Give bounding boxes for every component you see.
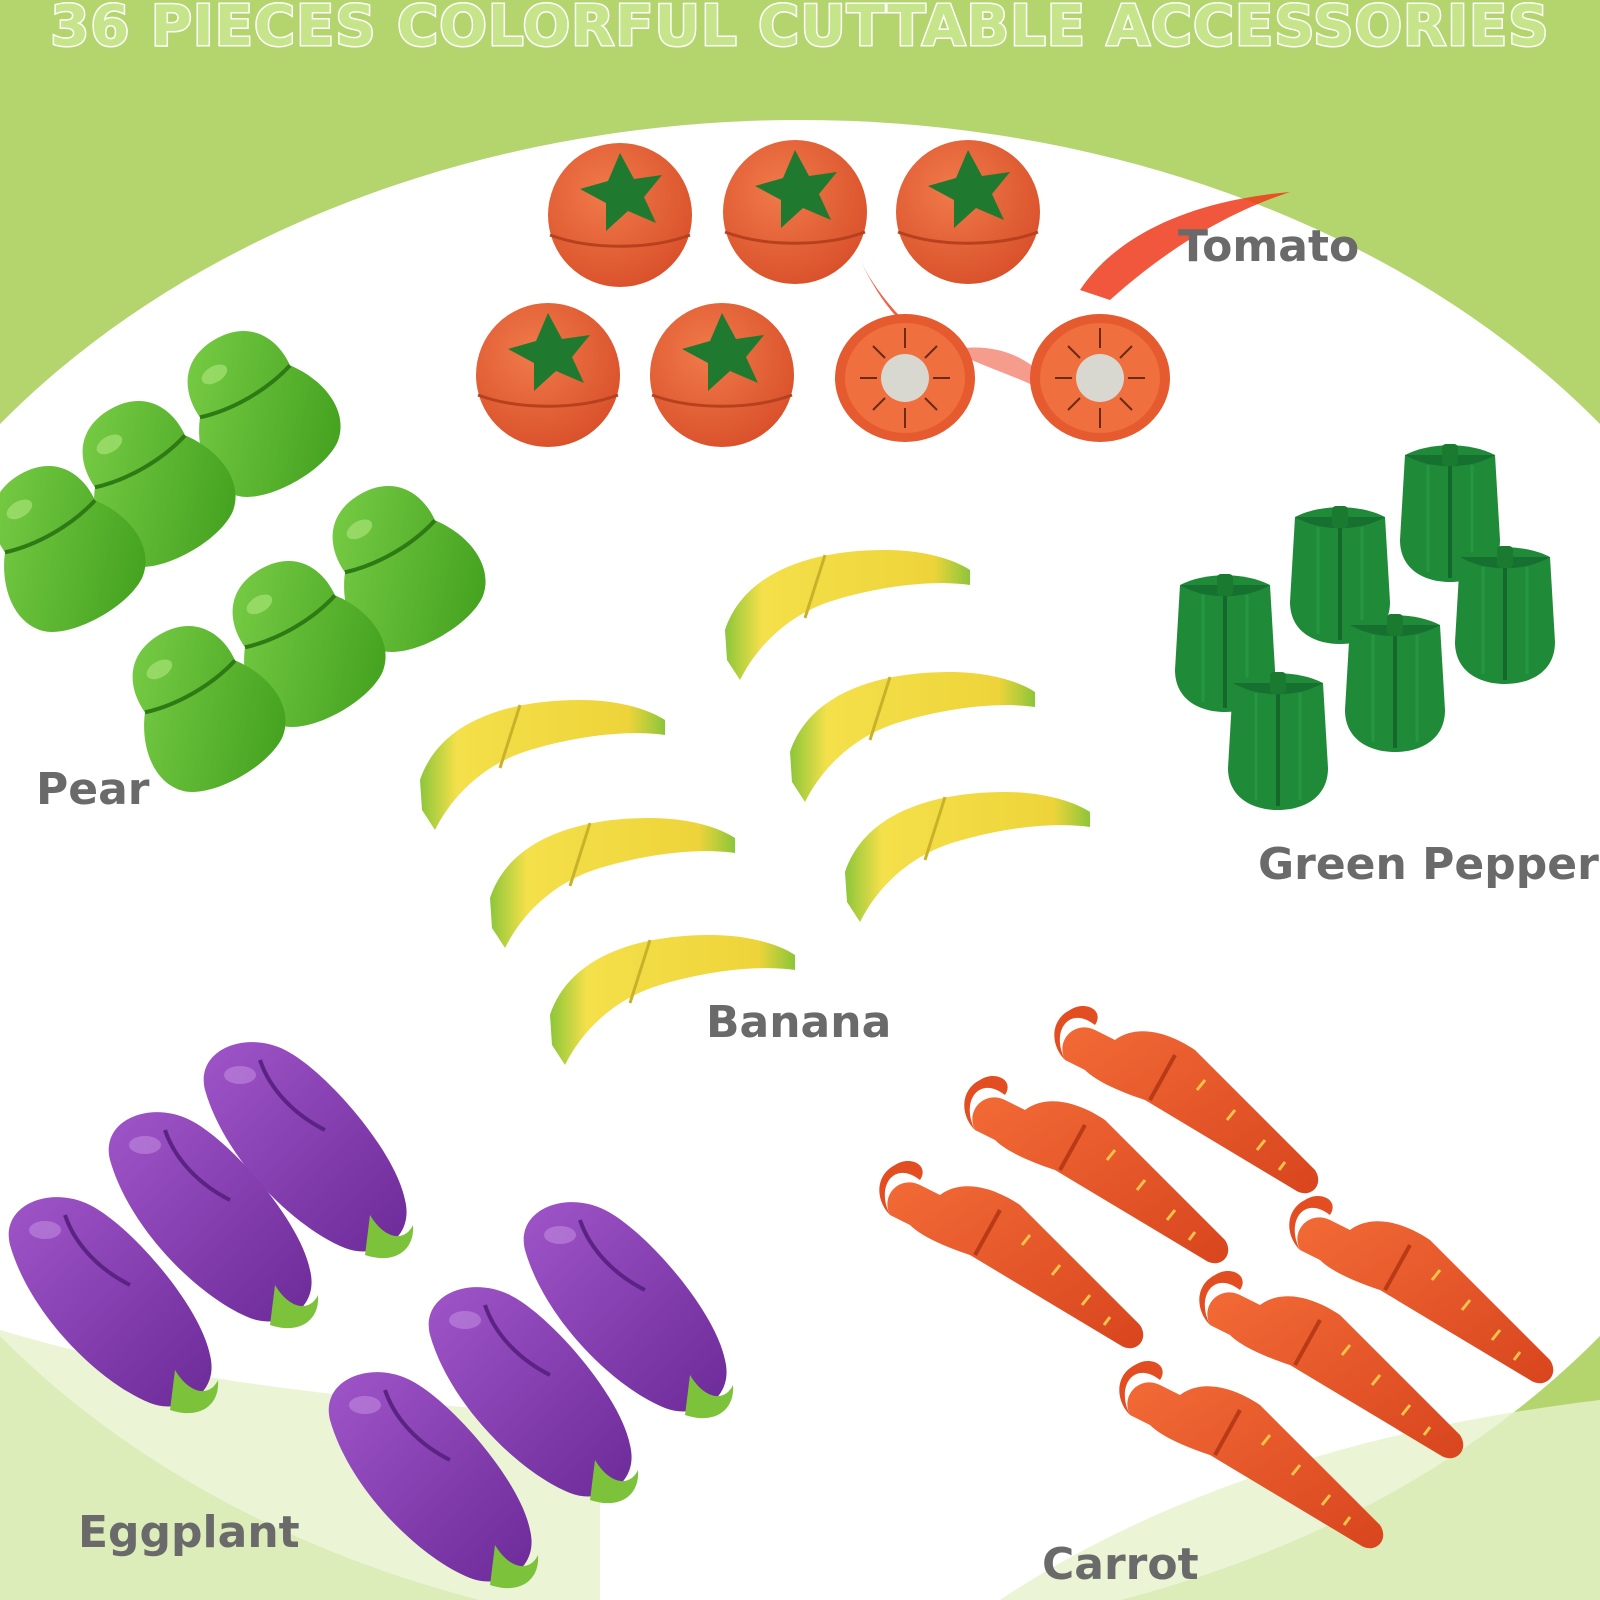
label-eggplant: Eggplant — [78, 1507, 300, 1558]
label-carrot: Carrot — [1042, 1539, 1199, 1590]
label-banana: Banana — [706, 997, 892, 1048]
label-pear: Pear — [36, 764, 150, 815]
headline: 36 PIECES COLORFUL CUTTABLE ACCESSORIES — [49, 0, 1550, 61]
label-green-pepper: Green Pepper — [1258, 839, 1599, 890]
label-tomato: Tomato — [1178, 221, 1360, 272]
tomato-group — [474, 138, 1290, 449]
